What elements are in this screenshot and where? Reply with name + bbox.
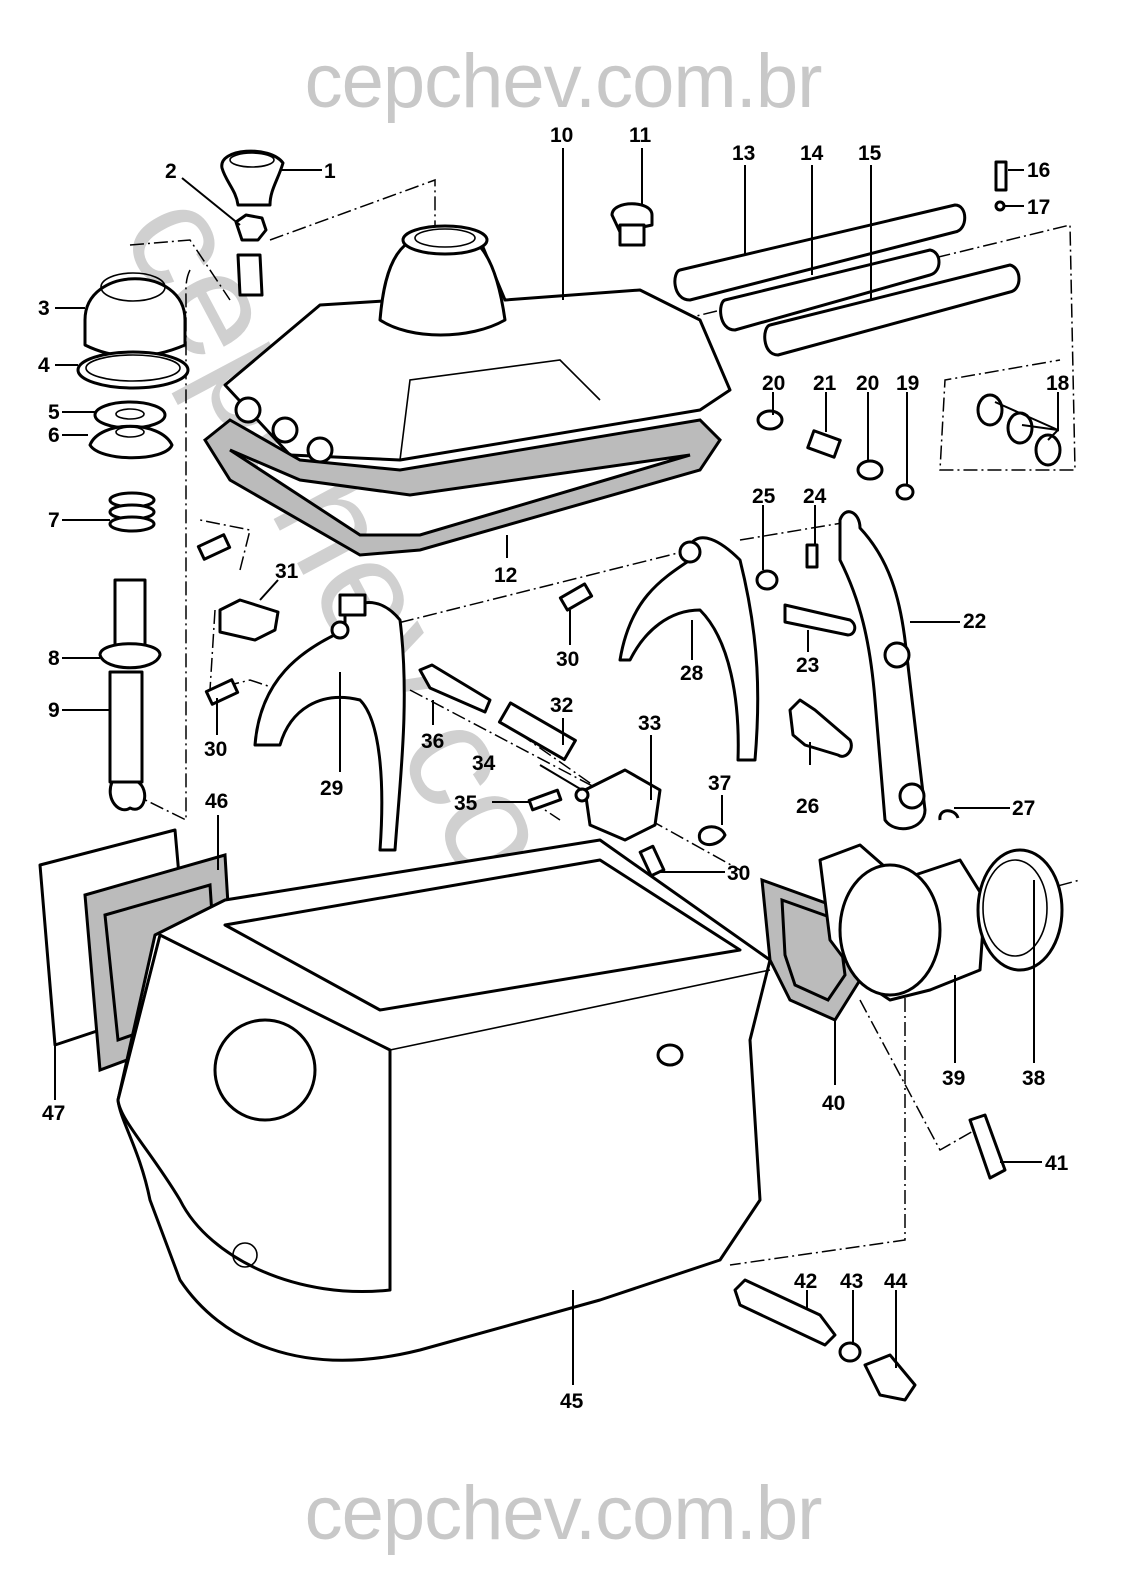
label-13: 13 xyxy=(732,142,755,165)
label-2: 2 xyxy=(165,160,177,183)
label-16: 16 xyxy=(1027,159,1050,182)
part-28-shift-fork xyxy=(618,536,760,762)
label-41: 41 xyxy=(1045,1152,1069,1175)
watermark-bottom: cepchev.com.br xyxy=(304,1471,823,1556)
label-26: 26 xyxy=(796,795,819,818)
label-30c: 30 xyxy=(727,862,750,885)
label-35: 35 xyxy=(454,792,478,815)
label-31: 31 xyxy=(275,560,299,583)
part-18-seals xyxy=(976,393,1062,467)
part-2-nut xyxy=(234,213,268,242)
watermark-top: cepchev.com.br xyxy=(304,39,823,124)
part-12-gasket xyxy=(203,418,722,557)
part-4-retaining-ring xyxy=(76,350,190,390)
part-22-shift-lever xyxy=(838,510,927,831)
part-6-spring-seat xyxy=(88,424,174,460)
label-23: 23 xyxy=(796,654,819,677)
label-22: 22 xyxy=(963,610,986,633)
parts-13-15-shift-rails xyxy=(673,203,1021,357)
label-33: 33 xyxy=(638,712,661,735)
label-1: 1 xyxy=(324,160,336,183)
label-4: 4 xyxy=(38,354,50,377)
part-8-9-shift-lever xyxy=(98,578,162,812)
label-12: 12 xyxy=(494,564,517,587)
part-33-selector xyxy=(583,768,662,842)
label-7: 7 xyxy=(48,509,60,532)
label-43: 43 xyxy=(840,1270,863,1293)
label-42: 42 xyxy=(794,1270,817,1293)
part-27-clip xyxy=(938,809,960,821)
label-46: 46 xyxy=(205,790,228,813)
part-31-selector-block xyxy=(218,598,280,642)
part-10-shift-cover xyxy=(223,224,732,464)
part-35-spring xyxy=(527,788,563,812)
label-27: 27 xyxy=(1012,797,1035,820)
part-25-washer xyxy=(755,569,779,591)
label-17: 17 xyxy=(1027,196,1050,219)
label-30b: 30 xyxy=(204,738,227,761)
part-1-shift-knob xyxy=(220,149,285,207)
part-30-screws xyxy=(196,533,666,878)
label-40: 40 xyxy=(822,1092,845,1115)
part-23-pivot-pin xyxy=(783,603,857,637)
part-34-ball xyxy=(574,787,590,803)
label-38: 38 xyxy=(1022,1067,1046,1090)
part-7-spring xyxy=(108,491,156,533)
label-29: 29 xyxy=(320,777,343,800)
label-6: 6 xyxy=(48,424,60,447)
label-45: 45 xyxy=(560,1390,584,1413)
label-37: 37 xyxy=(708,772,731,795)
part-29-shift-fork xyxy=(253,593,406,852)
part-5-washer xyxy=(93,400,167,430)
parts-19-21-interlock xyxy=(756,409,915,501)
label-14: 14 xyxy=(800,142,824,165)
part-17-detent-ball xyxy=(994,200,1006,212)
part-26-pivot-shaft xyxy=(788,698,853,758)
part-11-plug xyxy=(610,202,654,247)
label-34: 34 xyxy=(472,752,496,775)
label-44: 44 xyxy=(884,1270,908,1293)
part-39-extension-housing xyxy=(818,843,987,1002)
label-15: 15 xyxy=(858,142,882,165)
part-24-pin xyxy=(805,543,819,569)
part-16-detent-spring xyxy=(994,160,1008,192)
label-24: 24 xyxy=(803,485,827,508)
part-labels: 1 2 3 4 5 6 7 8 9 10 11 12 13 14 15 16 1… xyxy=(38,124,1070,1413)
label-10: 10 xyxy=(550,124,573,147)
part-37-clip xyxy=(697,825,727,847)
label-9: 9 xyxy=(48,699,60,722)
label-5: 5 xyxy=(48,401,60,424)
part-38-seal xyxy=(976,848,1064,972)
part-44-fitting xyxy=(863,1353,917,1402)
label-47: 47 xyxy=(42,1102,65,1125)
part-36-plunger xyxy=(418,663,492,714)
label-18: 18 xyxy=(1046,372,1070,395)
part-42-speedometer-gear xyxy=(733,1278,837,1347)
label-3: 3 xyxy=(38,297,50,320)
label-20a: 20 xyxy=(762,372,785,395)
threaded-stud xyxy=(236,253,264,297)
part-32-spring xyxy=(497,701,577,762)
label-11: 11 xyxy=(629,124,652,147)
label-28: 28 xyxy=(680,662,704,685)
label-19: 19 xyxy=(896,372,919,395)
label-36: 36 xyxy=(421,730,444,753)
label-30a: 30 xyxy=(556,648,579,671)
part-43-bushing xyxy=(838,1341,862,1363)
part-45-transmission-case xyxy=(116,838,772,1362)
label-39: 39 xyxy=(942,1067,965,1090)
label-32: 32 xyxy=(550,694,573,717)
label-20b: 20 xyxy=(856,372,879,395)
label-25: 25 xyxy=(752,485,776,508)
leader-lines xyxy=(54,148,1059,1385)
label-21: 21 xyxy=(813,372,837,395)
label-8: 8 xyxy=(48,647,60,670)
part-41-pin xyxy=(968,1113,1007,1180)
